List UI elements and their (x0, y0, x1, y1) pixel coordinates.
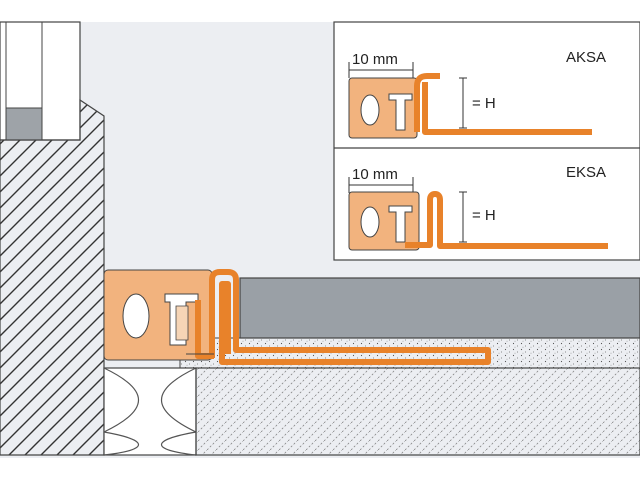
insulation-block (103, 367, 197, 456)
eksa-inset: 10 mm EKSA = H (348, 164, 608, 251)
hatched-wall (0, 98, 105, 456)
aksa-height-label: = H (472, 95, 496, 112)
eksa-profile-name: EKSA (566, 164, 606, 181)
aksa-inset: 10 mm AKSA = H (348, 49, 606, 139)
main-expansion-profile (103, 269, 491, 365)
eksa-dimension-label: 10 mm (352, 166, 398, 183)
aksa-profile-name: AKSA (566, 49, 606, 66)
eksa-height-label: = H (472, 207, 496, 224)
concrete-base (195, 367, 640, 456)
floor-tile (239, 277, 640, 339)
aksa-dimension-label: 10 mm (352, 51, 398, 68)
wall-tile-strips (0, 21, 81, 141)
